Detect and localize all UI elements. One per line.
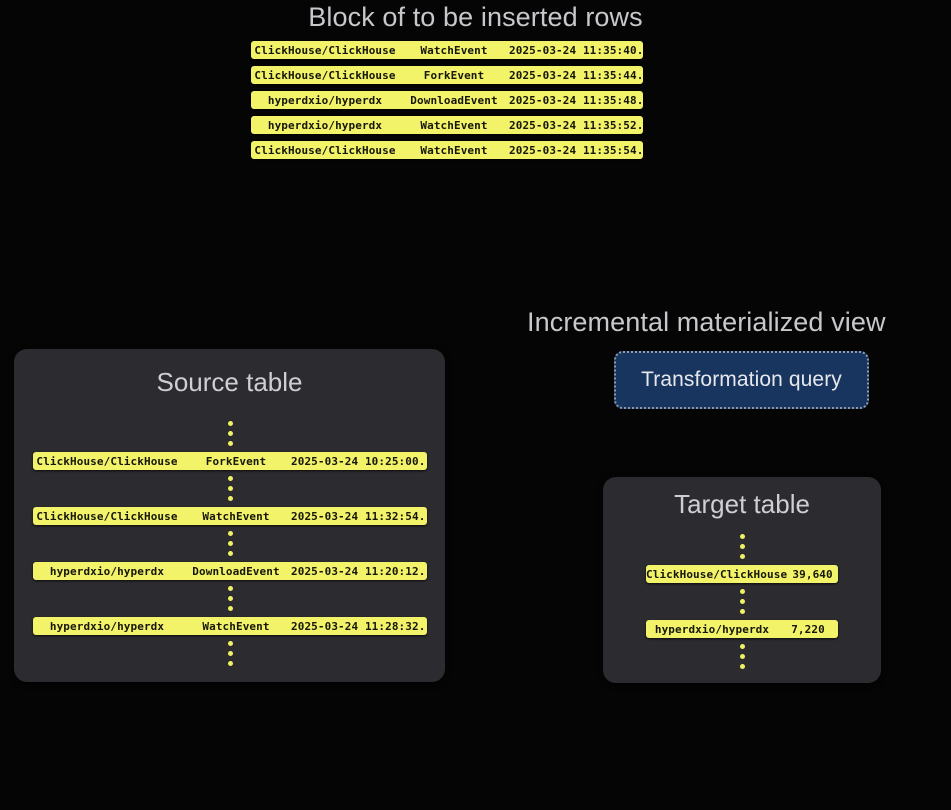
cell-repo: ClickHouse/ClickHouse [36,509,178,523]
block-title: Block of to be inserted rows [308,2,643,32]
ellipsis-dot [227,421,233,426]
cell-repo: ClickHouse/ClickHouse [254,43,396,57]
cell-repo: hyperdxio/hyperdx [49,619,165,633]
table-row: hyperdxio/hyperdx WatchEvent 2025-03-24 11… [33,617,427,635]
target-table-rows-container: ClickHouse/ClickHouse 39,640 hyperdxio/hyp… [646,528,838,675]
source-table-title: Source table [156,367,303,397]
cell-repo: hyperdxio/hyperdx [654,622,770,636]
table-row: ClickHouse/ClickHouse ForkEvent 2025-03-24… [251,66,643,84]
cell-event: ForkEvent [423,68,485,82]
target-ellipsis [739,534,745,559]
table-row: hyperdxio/hyperdx 7,220 [646,620,838,638]
source-ellipsis [227,586,233,611]
ellipsis-dot [739,589,745,594]
cell-repo: ClickHouse/ClickHouse [36,454,178,468]
cell-event: ForkEvent [205,454,267,468]
table-row: hyperdxio/hyperdx DownloadEvent 2025-03-24… [33,562,427,580]
cell-more: ... [637,94,643,107]
cell-repo: hyperdxio/hyperdx [267,118,383,132]
cell-more: ... [637,144,643,157]
cell-more: ... [418,454,427,468]
table-row: hyperdxio/hyperdx DownloadEvent 2025-03-24… [251,91,643,109]
ellipsis-dot [739,654,745,659]
cell-event: WatchEvent [420,118,488,132]
cell-time: 2025-03-24 11:35:40 [509,43,637,57]
ellipsis-dot [227,486,233,491]
source-ellipsis [227,421,233,446]
cell-more: ... [637,44,643,57]
source-ellipsis [227,476,233,501]
incremental-materialized-view-title: Incremental materialized view [527,307,886,337]
cell-time: 2025-03-24 11:35:52 [509,118,637,132]
cell-event: WatchEvent [202,619,270,633]
ellipsis-dot [227,661,233,666]
cell-more: ... [418,509,427,523]
cell-time: 2025-03-24 11:35:54 [509,143,637,157]
cell-repo: hyperdxio/hyperdx [267,93,383,107]
ellipsis-dot [739,664,745,669]
cell-time: 2025-03-24 11:35:44 [509,68,637,82]
cell-time: 2025-03-24 11:35:48 [509,93,637,107]
cell-repo: hyperdxio/hyperdx [49,564,165,578]
table-row: ClickHouse/ClickHouse ForkEvent 2025-03-24… [33,452,427,470]
ellipsis-dot [739,609,745,614]
ellipsis-dot [227,476,233,481]
cell-time: 2025-03-24 10:25:00 [291,454,419,468]
ellipsis-dot [227,431,233,436]
table-row: ClickHouse/ClickHouse WatchEvent 2025-03-2… [33,507,427,525]
cell-more: ... [637,119,643,132]
transformation-query-box[interactable]: Transformation query [614,351,869,409]
ellipsis-dot [227,541,233,546]
cell-count: 39,640 [792,567,833,581]
ellipsis-dot [227,651,233,656]
table-row: ClickHouse/ClickHouse 39,640 [646,565,838,583]
target-ellipsis [739,589,745,614]
ellipsis-dot [227,496,233,501]
cell-time: 2025-03-24 11:32:54 [291,509,419,523]
target-ellipsis [739,644,745,669]
cell-repo: ClickHouse/ClickHouse [254,68,396,82]
ellipsis-dot [227,531,233,536]
table-row: ClickHouse/ClickHouse WatchEvent 2025-03-2… [251,41,643,59]
ellipsis-dot [227,641,233,646]
ellipsis-dot [227,441,233,446]
table-row: ClickHouse/ClickHouse WatchEvent 2025-03-2… [251,141,643,159]
cell-repo: ClickHouse/ClickHouse [646,567,788,581]
target-table-title: Target table [674,489,810,519]
cell-more: ... [418,564,427,578]
table-row: hyperdxio/hyperdx WatchEvent 2025-03-24 11… [251,116,643,134]
ellipsis-dot [739,544,745,549]
ellipsis-dot [739,599,745,604]
ellipsis-dot [739,644,745,649]
source-table-rows-container: ClickHouse/ClickHouse ForkEvent 2025-03-24… [33,415,427,672]
ellipsis-dot [739,554,745,559]
cell-more: ... [418,619,427,633]
ellipsis-dot [227,596,233,601]
source-ellipsis [227,531,233,556]
cell-repo: ClickHouse/ClickHouse [254,143,396,157]
ellipsis-dot [739,534,745,539]
cell-event: WatchEvent [420,143,488,157]
ellipsis-dot [227,586,233,591]
cell-event: DownloadEvent [192,564,280,578]
cell-event: DownloadEvent [410,93,498,107]
cell-event: WatchEvent [420,43,488,57]
cell-event: WatchEvent [202,509,270,523]
source-ellipsis [227,641,233,666]
ellipsis-dot [227,551,233,556]
cell-time: 2025-03-24 11:20:12 [291,564,419,578]
cell-time: 2025-03-24 11:28:32 [291,619,419,633]
cell-more: ... [637,69,643,82]
ellipsis-dot [227,606,233,611]
cell-count: 7,220 [791,622,825,636]
